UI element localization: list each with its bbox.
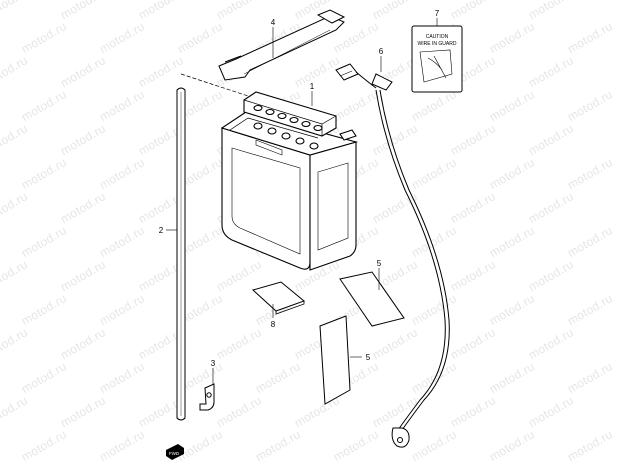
caution-label-title: CAUTION: [426, 34, 449, 40]
caution-label: CAUTION WIRE IN GUARD: [411, 25, 463, 93]
battery-pad-small: [252, 281, 305, 315]
callout-leaders: [166, 18, 438, 384]
callout-1: 1: [310, 82, 315, 91]
caution-label-subtitle: WIRE IN GUARD: [418, 41, 457, 47]
fwd-arrow-icon: FWD: [166, 444, 184, 460]
battery-pad-upper: [339, 271, 405, 327]
callout-2: 2: [159, 226, 164, 235]
fwd-arrow-label: FWD: [169, 451, 180, 456]
callout-4: 4: [271, 18, 276, 27]
callout-5-lower: 5: [366, 353, 371, 362]
battery-pad-lower: [319, 315, 351, 405]
callout-3: 3: [211, 359, 216, 368]
callout-7: 7: [435, 9, 440, 18]
battery: [220, 91, 359, 271]
callout-6: 6: [379, 47, 384, 56]
callout-8: 8: [271, 320, 276, 329]
battery-cable: [335, 63, 450, 448]
rod-clamp: [199, 383, 215, 411]
callout-5-upper: 5: [377, 259, 382, 268]
bracket-rod: [176, 87, 186, 421]
battery-strap: [218, 9, 346, 81]
caution-label-illustration: [419, 49, 453, 83]
